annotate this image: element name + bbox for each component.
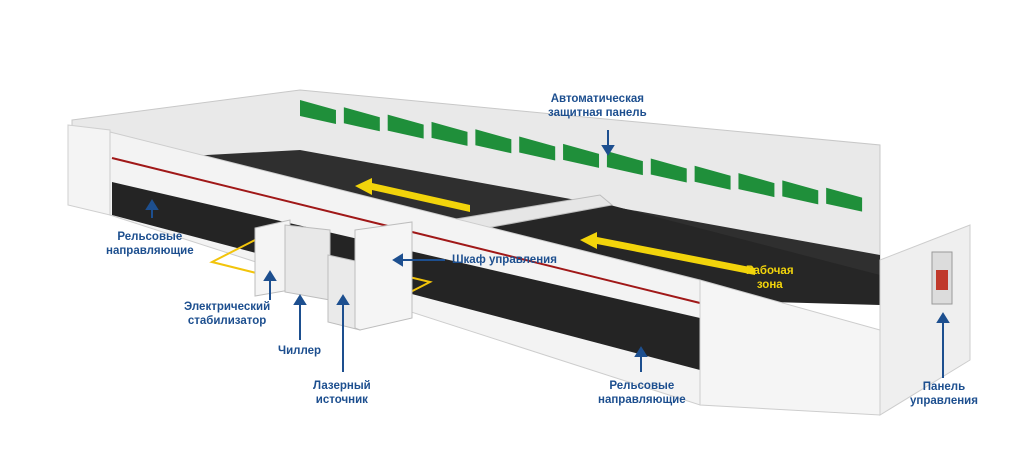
protective-panel-segment (343, 107, 380, 132)
stabilizer-label: Электрический стабилизатор (184, 301, 271, 327)
protective-panel-segment (738, 173, 775, 198)
control-cabinet-unit (354, 221, 413, 331)
chiller-unit (284, 224, 331, 301)
laser-source-label: Лазерный источник (313, 380, 371, 406)
protective-panel-segment (563, 143, 600, 168)
rails-left-label: Рельсовые направляющие (106, 231, 194, 257)
protective-panel-segment (782, 180, 819, 205)
protective-panel-label: Автоматическая защитная панель (548, 93, 647, 119)
control-panel-label: Панель управления (910, 381, 978, 407)
direction-arrow-right (580, 232, 755, 275)
left-frame (67, 124, 111, 216)
rails-bottom-label: Рельсовые направляющие (598, 380, 686, 406)
protective-panel-segment (431, 121, 468, 146)
protective-panel-segment (387, 114, 424, 139)
protective-panel-segment (650, 158, 687, 183)
direction-arrow-left (355, 178, 470, 212)
protective-panel-segment (826, 187, 863, 212)
control-cabinet-label: Шкаф управления (452, 254, 557, 266)
chiller-label: Чиллер (278, 345, 322, 357)
protective-panel-segment (300, 100, 336, 124)
protective-panel-segment (519, 136, 556, 161)
protective-panel-segment (694, 165, 731, 190)
protective-panel-segment (606, 151, 643, 176)
control-panel-display (936, 270, 948, 290)
protective-panel-segment (475, 129, 512, 154)
protective-panels (300, 100, 863, 212)
work-zone-label: Рабочая зона (746, 265, 794, 291)
label-arrows (145, 130, 950, 378)
